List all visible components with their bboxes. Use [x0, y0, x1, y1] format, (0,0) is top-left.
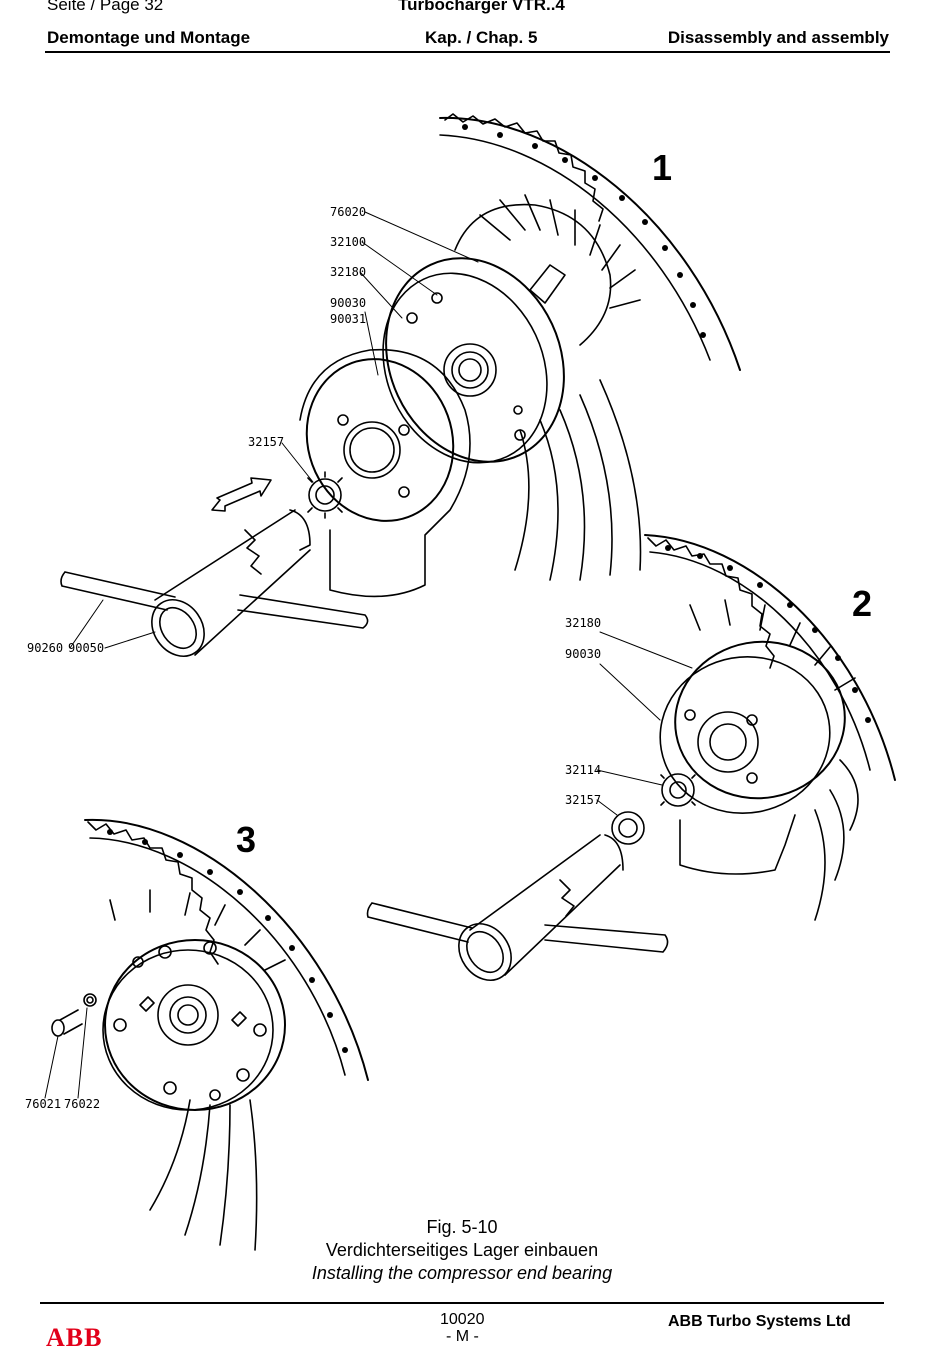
callout-32157: 32157 [248, 435, 284, 449]
callout-76021: 76021 [25, 1097, 61, 1111]
header-rule [45, 51, 890, 53]
callout-90031: 90031 [330, 312, 366, 326]
step-number-3: 3 [236, 819, 256, 860]
step-2-view [366, 534, 896, 981]
callout-32114: 32114 [565, 763, 601, 777]
figure-number: Fig. 5-10 [426, 1217, 498, 1237]
callout-90050: 90050 [68, 641, 104, 655]
step-3-view [44, 818, 369, 1251]
callout-32157: 32157 [565, 793, 601, 807]
step-number-1: 1 [652, 147, 672, 188]
callout-76020: 76020 [330, 205, 366, 219]
callout-90030: 90030 [330, 296, 366, 310]
figure-title-en: Installing the compressor end bearing [311, 1263, 613, 1283]
document-number: 10020 [440, 1311, 485, 1328]
product-title: Turbocharger VTR..4 [398, 0, 565, 14]
company-name: ABB Turbo Systems Ltd [668, 1313, 851, 1330]
callout-76022: 76022 [64, 1097, 100, 1111]
figure-title-de: Verdichterseitiges Lager einbauen [325, 1240, 599, 1260]
callout-32100: 32100 [330, 235, 366, 249]
callout-90030: 90030 [565, 647, 601, 661]
section-title-de: Demontage und Montage [47, 28, 251, 47]
revision-label: - M - [446, 1328, 479, 1345]
footer-rule [40, 1302, 884, 1304]
section-title-en: Disassembly and assembly [667, 28, 889, 47]
chapter-label: Kap. / Chap. 5 [425, 28, 538, 47]
callout-90260: 90260 [27, 641, 63, 655]
callout-32180: 32180 [330, 265, 366, 279]
callout-32180: 32180 [565, 616, 601, 630]
abb-logo: ABB [46, 1323, 103, 1352]
page-number: Seite / Page 32 [47, 0, 164, 14]
step-1-view [60, 113, 741, 657]
step-number-2: 2 [852, 583, 872, 624]
